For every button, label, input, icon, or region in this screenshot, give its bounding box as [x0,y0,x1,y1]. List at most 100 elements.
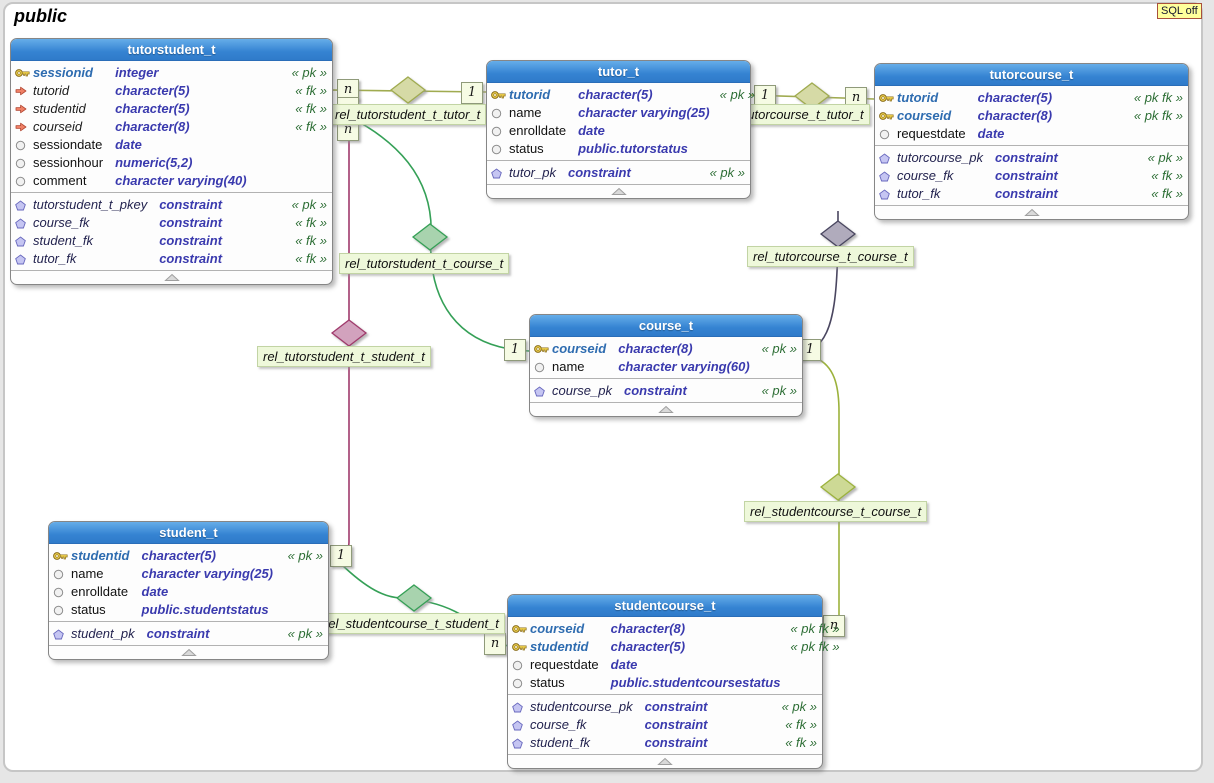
column-name: courseid [897,108,952,123]
nullable-column-icon [879,125,897,143]
key-marker [720,104,755,122]
key-marker [292,154,327,172]
foreign-key-icon [15,82,33,100]
collapse-triangle-icon [1023,205,1040,220]
constraint-icon [879,185,897,203]
constraint-icon [53,625,71,643]
nullable-column-icon [491,122,509,140]
column-type: numeric(5,2) [115,155,193,170]
constraint-icon [512,698,530,716]
relationship-label[interactable]: rel_tutorstudent_t_course_t [339,253,510,274]
nullable-column-icon [53,583,71,601]
constraint-type: constraint [159,215,223,230]
relationship-diamond[interactable] [411,223,449,251]
cardinality-badge: n [484,633,506,655]
relationship-diamond[interactable] [389,76,427,104]
nullable-column-icon [512,674,530,692]
relationship-diamond[interactable] [330,319,368,347]
column-type: character varying(60) [618,359,750,374]
column-type: character(5) [578,87,653,102]
table-title[interactable]: tutor_t [487,61,750,83]
key-marker: « fk » [295,83,327,98]
key-marker: « pk fk » [1133,108,1183,123]
relationship-label[interactable]: rel_tutorstudent_t_tutor_t [329,104,487,125]
collapse-triangle-icon [657,754,673,769]
column-type: character(5) [115,83,190,98]
constraint-type: constraint [146,626,210,641]
column-type: character(8) [618,341,693,356]
constraint-name: tutor_fk [897,186,941,201]
key-marker: « pk » [287,548,323,563]
column-name: courseid [530,621,585,636]
key-marker: « pk » [287,626,323,641]
key-marker: « pk » [291,197,327,212]
key-marker: « pk » [761,341,797,356]
column-name: studentid [71,548,130,563]
relationship-label[interactable]: rel_tutorstudent_t_student_t [257,346,431,367]
column-name: courseid [552,341,607,356]
key-marker: « fk » [785,735,817,750]
constraint-type: constraint [995,150,1058,165]
constraint-name: course_fk [897,168,954,183]
relationship-label[interactable]: rel_tutorcourse_t_course_t [747,246,914,267]
relationship-diamond[interactable] [819,220,857,248]
primary-key-icon [534,340,552,358]
table-title[interactable]: studentcourse_t [508,595,822,617]
collapse-handle[interactable] [875,205,1188,219]
column-type: date [578,123,605,138]
relationship-line[interactable] [815,357,840,622]
key-marker: « pk » [761,383,797,398]
column-name: requestdate [530,657,599,672]
column-type: character(8) [977,108,1053,123]
relationship-label[interactable]: rel_studentcourse_t_student_t [318,613,505,634]
relationship-label[interactable]: rel_tutorcourse_t_tutor_t [716,104,870,125]
column-type: date [977,126,1005,141]
table-title[interactable]: tutorstudent_t [11,39,332,61]
key-marker: « fk » [295,233,327,248]
collapse-triangle-icon [610,184,627,199]
cardinality-badge: 1 [504,339,526,361]
column-name: sessionid [33,65,93,80]
sql-toggle-button[interactable]: SQL off [1157,3,1202,19]
key-marker: « pk fk » [1133,90,1183,105]
collapse-handle[interactable] [487,184,750,198]
column-name: requestdate [897,126,966,141]
relationship-label[interactable]: rel_studentcourse_t_course_t [744,501,928,522]
nullable-column-icon [15,172,33,190]
collapse-handle[interactable] [11,270,332,284]
primary-key-icon [879,107,897,125]
table-title[interactable]: course_t [530,315,802,337]
key-marker [288,565,323,583]
key-marker [288,601,323,619]
column-name: status [509,141,544,156]
collapse-handle[interactable] [49,645,328,659]
constraint-icon [15,232,33,250]
table-title[interactable]: tutorcourse_t [875,64,1188,86]
column-type: character varying(25) [141,566,274,581]
collapse-handle[interactable] [508,754,822,768]
constraint-name: course_fk [33,215,90,230]
constraint-name: tutor_fk [33,251,77,266]
key-marker: « fk » [785,717,817,732]
primary-key-icon [512,638,530,656]
constraint-type: constraint [159,197,223,212]
column-type: character varying(40) [115,173,247,188]
column-type: public.tutorstatus [578,141,688,156]
column-name: tutorid [509,87,551,102]
constraint-type: constraint [567,165,631,180]
column-name: studentid [33,101,86,116]
table-title[interactable]: student_t [49,522,328,544]
collapse-handle[interactable] [530,402,802,416]
relationship-diamond[interactable] [395,584,433,612]
collapse-triangle-icon [180,645,197,660]
nullable-column-icon [512,656,530,674]
relationship-diamond[interactable] [819,473,857,501]
